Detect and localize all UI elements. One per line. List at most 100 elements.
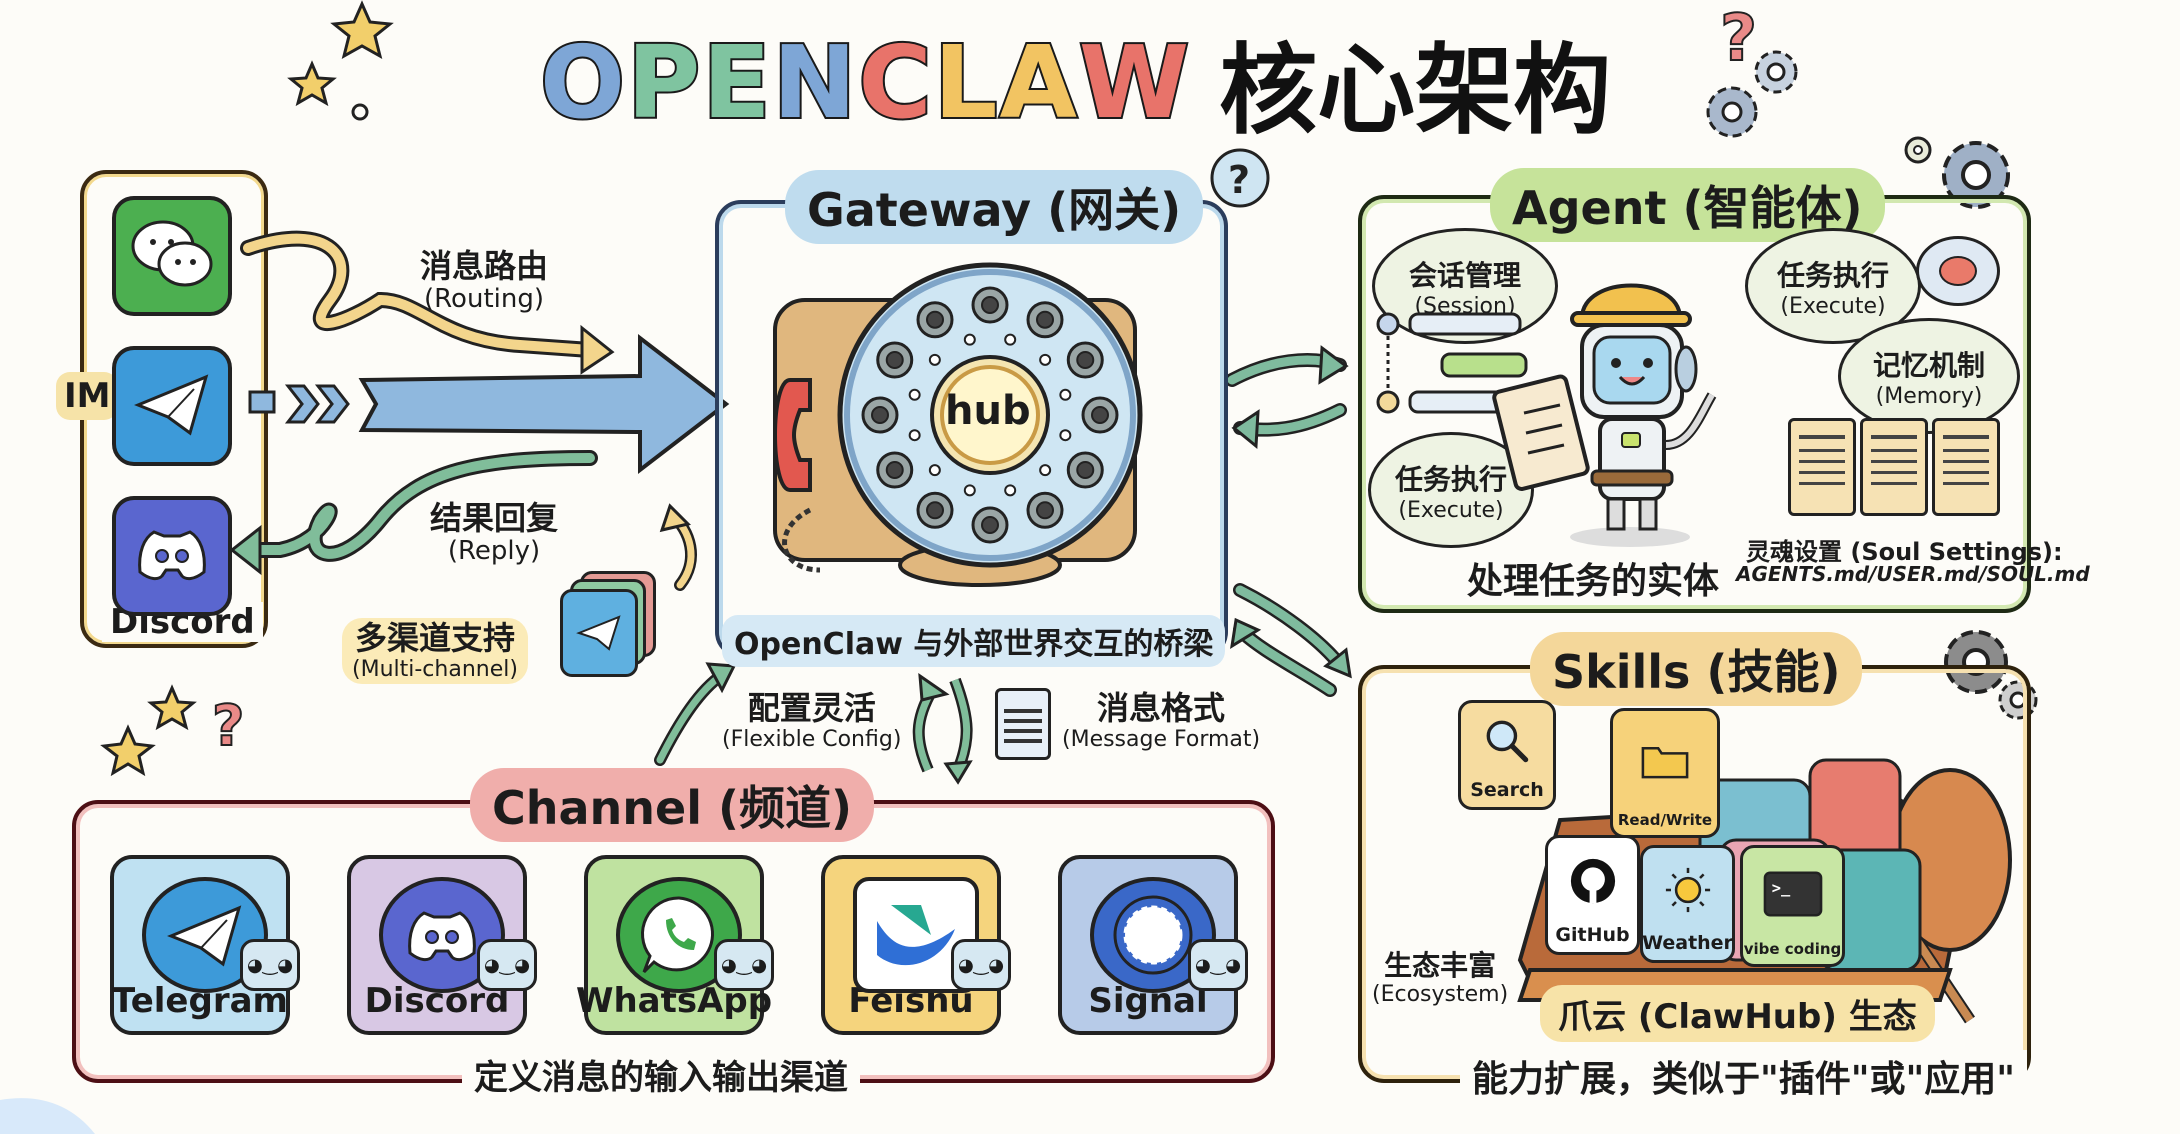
channel-title: Channel (频道) bbox=[470, 768, 875, 842]
star-icon bbox=[100, 724, 156, 777]
dial-hole bbox=[1004, 333, 1017, 346]
skill-card-vibe-coding: >_vibe coding bbox=[1740, 845, 1845, 967]
robot-agent-illustration bbox=[1492, 283, 1717, 547]
dial-socket bbox=[1026, 491, 1064, 529]
channel-card-signal[interactable]: Signal◕‿◕ bbox=[1058, 855, 1248, 1035]
question-mark-icon: ? bbox=[212, 694, 244, 759]
im-app-wechat bbox=[112, 196, 232, 316]
skill-card-label: GitHub bbox=[1555, 924, 1630, 946]
gateway-caption: OpenClaw 与外部世界交互的桥梁 bbox=[722, 615, 1226, 667]
multichannel-label: 多渠道支持 (Multi-channel) bbox=[342, 618, 528, 685]
soul-settings-files: AGENTS.md/USER.md/SOUL.md bbox=[1736, 562, 2090, 586]
mini-robot-icon: ◕‿◕ bbox=[477, 939, 537, 991]
dial-hole bbox=[908, 429, 921, 442]
ecosystem-label: 生态丰富 (Ecosystem) bbox=[1372, 949, 1509, 1008]
agent-caption: 处理任务的实体 bbox=[1455, 552, 1732, 604]
hub-label: hub bbox=[945, 388, 1031, 434]
dial-socket bbox=[876, 341, 914, 379]
dial-sockets bbox=[861, 286, 1119, 544]
folder-icon bbox=[1640, 719, 1691, 804]
skill-card-label: vibe coding bbox=[1743, 940, 1842, 958]
dial-hole bbox=[1039, 464, 1052, 477]
dial-hole bbox=[928, 353, 941, 366]
title-letter: A bbox=[997, 22, 1079, 143]
title-letter: W bbox=[1077, 22, 1192, 143]
title-letter: O bbox=[538, 22, 628, 143]
memory-bubble: 记忆机制 (Memory) bbox=[1838, 318, 2020, 434]
dial-socket bbox=[1026, 301, 1064, 339]
scroll-document-icon bbox=[1788, 418, 1856, 516]
gear-icon bbox=[1904, 136, 1932, 164]
dial-hole bbox=[963, 333, 976, 346]
phone-cord bbox=[782, 507, 821, 573]
phone-handset-icon bbox=[773, 378, 812, 492]
title-letter: E bbox=[700, 22, 773, 143]
mini-robot-icon: ◕‿◕ bbox=[714, 939, 774, 991]
gateway-title: Gateway (网关) bbox=[785, 170, 1204, 244]
soul-scrolls bbox=[1788, 418, 2008, 518]
dial-socket bbox=[1066, 451, 1104, 489]
dot-icon bbox=[351, 103, 369, 121]
question-bubble-icon: ? bbox=[1210, 148, 1270, 208]
dial-hole bbox=[1059, 429, 1072, 442]
mini-robot-icon: ◕‿◕ bbox=[240, 939, 300, 991]
dial-hole bbox=[963, 484, 976, 497]
question-mark-icon: ? bbox=[1720, 2, 1757, 76]
dial-hole bbox=[908, 388, 921, 401]
title-letter: P bbox=[625, 22, 703, 143]
telegram-icon bbox=[142, 877, 268, 993]
title-letter: N bbox=[771, 22, 859, 143]
title-letter: C bbox=[856, 22, 934, 143]
main-inbound-arrow bbox=[248, 333, 730, 475]
svg-text:?: ? bbox=[1228, 158, 1250, 202]
search-icon bbox=[1483, 709, 1531, 774]
flexible-config-label: 配置灵活 (Flexible Config) bbox=[722, 689, 902, 752]
skill-card-label: Weather bbox=[1642, 932, 1733, 954]
mini-robot-icon: ◕‿◕ bbox=[951, 939, 1011, 991]
im-side-label: IM bbox=[56, 372, 119, 420]
dial-socket bbox=[1081, 396, 1119, 434]
corner-blob bbox=[0, 1098, 95, 1134]
im-app-discord bbox=[112, 496, 232, 616]
scroll-document-icon bbox=[1932, 418, 2000, 516]
dial-hole bbox=[1059, 388, 1072, 401]
brain-thought-icon bbox=[1916, 236, 2000, 306]
soul-settings-title: 灵魂设置 (Soul Settings): bbox=[1746, 538, 2063, 566]
mini-robot-icon: ◕‿◕ bbox=[1188, 939, 1248, 991]
scroll-document-icon bbox=[1860, 418, 1928, 516]
dial-socket bbox=[876, 451, 914, 489]
sun-icon bbox=[1662, 854, 1713, 925]
dial-hole bbox=[1004, 484, 1017, 497]
star-icon bbox=[147, 684, 197, 731]
session-list-illustration bbox=[1376, 312, 1528, 414]
dial-socket bbox=[1066, 341, 1104, 379]
github-icon bbox=[1567, 844, 1618, 917]
dial-hole bbox=[928, 464, 941, 477]
dial-socket bbox=[916, 301, 954, 339]
skill-card-weather: Weather bbox=[1640, 845, 1735, 963]
svg-text:>_: >_ bbox=[1771, 879, 1790, 897]
dial-socket bbox=[861, 396, 899, 434]
clawhub-label: 爪云 (ClawHub) 生态 bbox=[1540, 985, 1935, 1042]
channel-card-feishu[interactable]: Feishu◕‿◕ bbox=[821, 855, 1011, 1035]
message-format-label: 消息格式 (Message Format) bbox=[1062, 689, 1261, 752]
switchboard-illustration bbox=[773, 262, 1143, 587]
skills-caption: 能力扩展，类似于"插件"或"应用" bbox=[1460, 1050, 2028, 1102]
telegram-icon bbox=[132, 369, 212, 443]
skill-card-label: Search bbox=[1470, 779, 1544, 801]
routing-label: 消息路由 (Routing) bbox=[420, 247, 549, 314]
wechat-icon bbox=[127, 214, 217, 298]
channel-card-telegram[interactable]: Telegram◕‿◕ bbox=[110, 855, 300, 1035]
channel-card-whatsapp[interactable]: WhatsApp◕‿◕ bbox=[576, 855, 774, 1035]
channel-card-discord[interactable]: Discord◕‿◕ bbox=[347, 855, 537, 1035]
skill-card-read-write: Read/Write bbox=[1610, 708, 1720, 838]
im-app-telegram bbox=[112, 346, 232, 466]
skills-title: Skills (技能) bbox=[1530, 632, 1863, 706]
channel-caption: 定义消息的输入输出渠道 bbox=[462, 1050, 860, 1099]
star-icon bbox=[287, 60, 337, 107]
star-icon bbox=[330, 0, 394, 59]
clipboard-icon bbox=[1492, 374, 1590, 491]
terminal-icon: >_ bbox=[1763, 855, 1823, 933]
